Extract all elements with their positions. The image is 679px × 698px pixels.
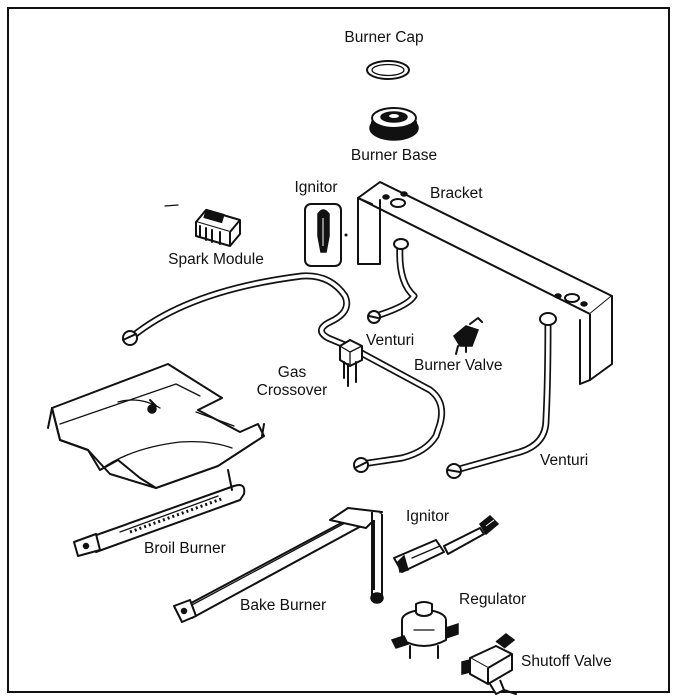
bracket-part — [357, 181, 613, 385]
burner-base-part — [369, 107, 419, 141]
label-burner-valve: Burner Valve — [414, 357, 503, 374]
label-bracket: Bracket — [430, 185, 483, 202]
label-gas: Gas — [277, 364, 307, 381]
shutoff-valve-part — [461, 633, 517, 695]
label-burner-cap: Burner Cap — [344, 29, 424, 46]
burner-valve-part — [453, 317, 483, 355]
label-spark-module: Spark Module — [168, 251, 264, 268]
ignitor-top-part — [304, 203, 348, 267]
ignitor-bottom-part — [393, 514, 500, 573]
label-venturi-right: Venturi — [540, 452, 589, 469]
spark-module-part — [164, 204, 241, 247]
label-bake-burner: Bake Burner — [240, 597, 327, 614]
label-broil-burner: Broil Burner — [144, 540, 226, 557]
venturi-right-part — [446, 312, 557, 479]
regulator-part — [390, 601, 459, 659]
diagram-frame — [7, 7, 670, 693]
broil-burner-part — [73, 469, 246, 557]
label-ignitor-bottom: Ignitor — [406, 508, 450, 525]
burner-cap-part — [366, 60, 410, 80]
label-burner-base: Burner Base — [350, 147, 438, 164]
label-venturi-left: Venturi — [366, 332, 415, 349]
gas-crossover-fitting — [339, 339, 363, 387]
venturi-left-part — [367, 238, 418, 324]
label-regulator: Regulator — [459, 591, 527, 608]
bake-burner-part — [173, 507, 384, 623]
label-ignitor-top: Ignitor — [294, 179, 338, 196]
broil-pan-part — [47, 363, 265, 489]
label-shutoff-valve: Shutoff Valve — [521, 653, 612, 670]
gas-crossover-tube — [122, 272, 446, 473]
label-crossover: Crossover — [256, 382, 328, 399]
